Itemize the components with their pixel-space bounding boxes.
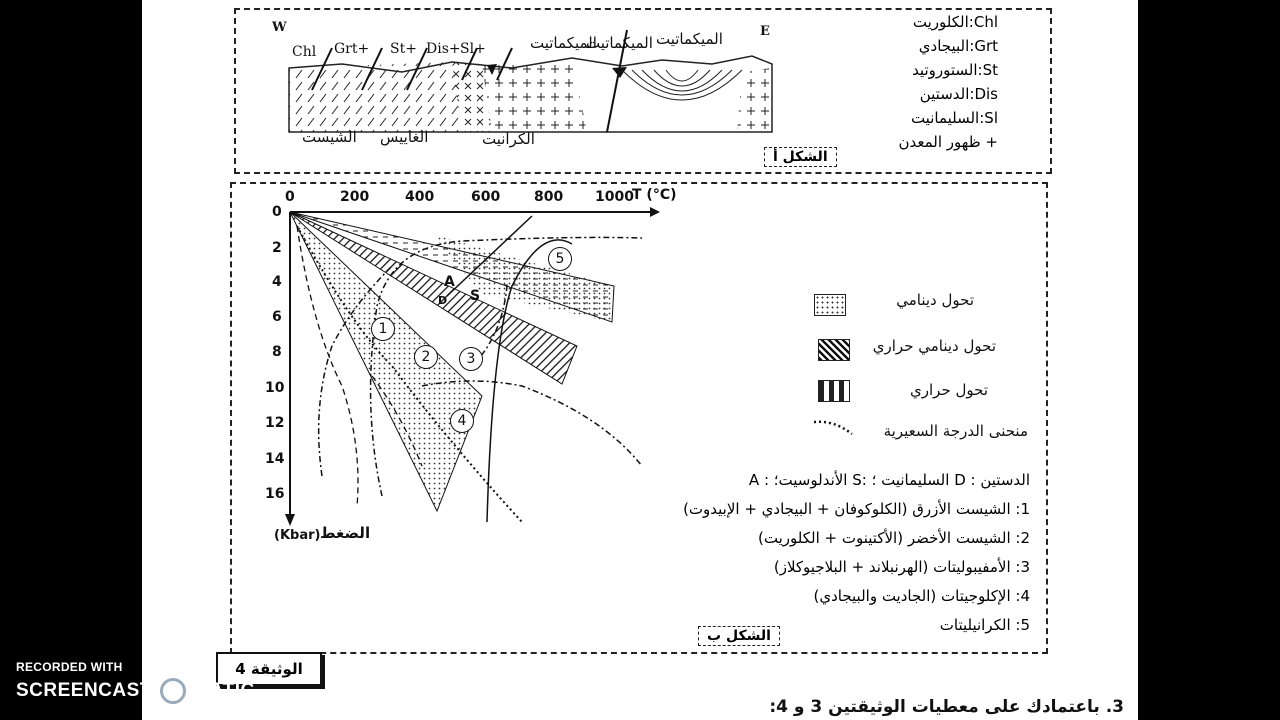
y-tick-10: 10: [265, 380, 284, 396]
zone-label-grt: Grt+: [334, 41, 369, 57]
zone-label-st: St+: [390, 41, 417, 57]
x-tick-400: 400: [405, 189, 434, 205]
point-a: A: [444, 274, 455, 290]
legend-swatch-thermal: [818, 380, 850, 402]
zone-label-dis: Dis+: [426, 41, 461, 57]
abbr-code: Chl: [974, 13, 998, 31]
zone-number-1: 1: [371, 317, 395, 341]
key-line-2: 2: الشيست الأخضر (الأكتينوت + الكلوريت): [610, 524, 1030, 553]
abbr-row-sl: السليمانيت:Sl: [818, 106, 998, 130]
abbr-name: الكلوريت: [913, 13, 969, 31]
y-tick-8: 8: [272, 344, 282, 360]
abbreviation-legend: الكلوريت:Chl البيجادي:Grt الستوروتيد:St …: [818, 10, 998, 154]
schist-label: الشيست: [302, 128, 357, 146]
watermark-line1: RECORDED WITH: [16, 660, 255, 674]
mineral-appearance-label: + ظهور المعدن: [818, 130, 998, 154]
key-line-3: 3: الأمفيبوليتات (الهرنبلاند + البلاجيوك…: [610, 553, 1030, 582]
watermark-brand-suffix: MATIC: [193, 680, 254, 701]
migmatite-label-mid: الميكماتيت: [586, 34, 653, 52]
document-page: W E Chl Grt+ St+ Dis+ Sl+ الميكماتيت الم…: [142, 0, 1138, 720]
key-line-abbrev: A : الأندلوسيت؛ S: السليمانيت ؛ D : الدس…: [610, 466, 1030, 495]
zone-number-4: 4: [450, 409, 474, 433]
abbr-code: Dis: [974, 85, 998, 103]
x-tick-800: 800: [534, 189, 563, 205]
watermark-line2: SCREENCAST MATIC: [16, 678, 255, 704]
x-tick-600: 600: [471, 189, 500, 205]
y-axis-unit: (Kbar): [274, 528, 320, 543]
screencast-watermark: RECORDED WITH SCREENCAST MATIC: [16, 660, 255, 704]
pt-diagram: [242, 186, 662, 530]
y-tick-4: 4: [272, 274, 282, 290]
zone-number-3: 3: [459, 347, 483, 371]
screencast-logo-icon: [160, 678, 186, 704]
point-d: D: [438, 294, 447, 307]
y-tick-16: 16: [265, 486, 284, 502]
zone-label-chl: Chl: [292, 44, 316, 60]
abbr-name: البيجادي: [919, 37, 969, 55]
question-text: 3. باعتمادك على معطيات الوثيقتين 3 و 4:: [769, 697, 1124, 717]
key-line-1: 1: الشيست الأزرق (الكلوكوفان + البيجادي …: [610, 495, 1030, 524]
zone-number-text: 2: [422, 349, 431, 365]
zone-number-5: 5: [548, 247, 572, 271]
granite-label: الكرانيت: [482, 130, 535, 148]
zone-number-2: 2: [414, 345, 438, 369]
abbr-code: St: [983, 61, 998, 79]
abbr-code: Grt: [974, 37, 998, 55]
abbr-row-chl: الكلوريت:Chl: [818, 10, 998, 34]
legend-label-dynamo-thermal: تحول دينامي حراري: [873, 337, 996, 355]
y-tick-2: 2: [272, 240, 282, 256]
x-tick-200: 200: [340, 189, 369, 205]
y-tick-0: 0: [272, 204, 282, 220]
mineral-key: A : الأندلوسيت؛ S: السليمانيت ؛ D : الدس…: [610, 466, 1030, 640]
zone-number-text: 3: [467, 351, 476, 367]
abbr-code: Sl: [984, 109, 998, 127]
zone-number-text: 1: [379, 321, 388, 337]
zone-label-sl: Sl+: [460, 41, 486, 57]
x-tick-0: 0: [285, 189, 295, 205]
legend-swatch-dynamic: [814, 294, 846, 316]
west-label: W: [272, 20, 287, 35]
abbr-row-grt: البيجادي:Grt: [818, 34, 998, 58]
zone-number-text: 4: [458, 413, 467, 429]
zone-number-text: 5: [556, 251, 565, 267]
legend-label-curve: منحنى الدرجة السعيرية: [884, 422, 1028, 440]
legend-swatch-dynamo-thermal: [818, 339, 850, 361]
gneiss-label: الغاييس: [380, 128, 428, 146]
x-axis-label: T (°C): [632, 187, 677, 203]
legend-label-dynamic: تحول دينامي: [896, 291, 974, 309]
watermark-brand: SCREENCAST: [16, 680, 152, 701]
point-s: S: [470, 288, 480, 304]
x-tick-1000: 1000: [595, 189, 634, 205]
east-label: E: [760, 24, 770, 39]
abbr-row-dis: الدستين:Dis: [818, 82, 998, 106]
migmatite-label-right: الميكماتيت: [656, 30, 723, 48]
abbr-row-st: الستوروتيد:St: [818, 58, 998, 82]
key-line-4: 4: الإكلوجيتات (الجاديت والبيجادي): [610, 582, 1030, 611]
legend-swatch-curve: [812, 418, 856, 438]
y-tick-12: 12: [265, 415, 284, 431]
y-tick-6: 6: [272, 309, 282, 325]
figure-b-tag: الشكل ب: [698, 626, 780, 646]
abbr-name: الستوروتيد: [912, 61, 977, 79]
y-tick-14: 14: [265, 451, 284, 467]
abbr-name: السليمانيت: [911, 109, 979, 127]
abbr-name: الدستين: [920, 85, 970, 103]
legend-label-thermal: تحول حراري: [910, 381, 988, 399]
y-axis-label: الضغط: [320, 524, 370, 542]
key-line-5: 5: الكرانيليتات: [610, 611, 1030, 640]
